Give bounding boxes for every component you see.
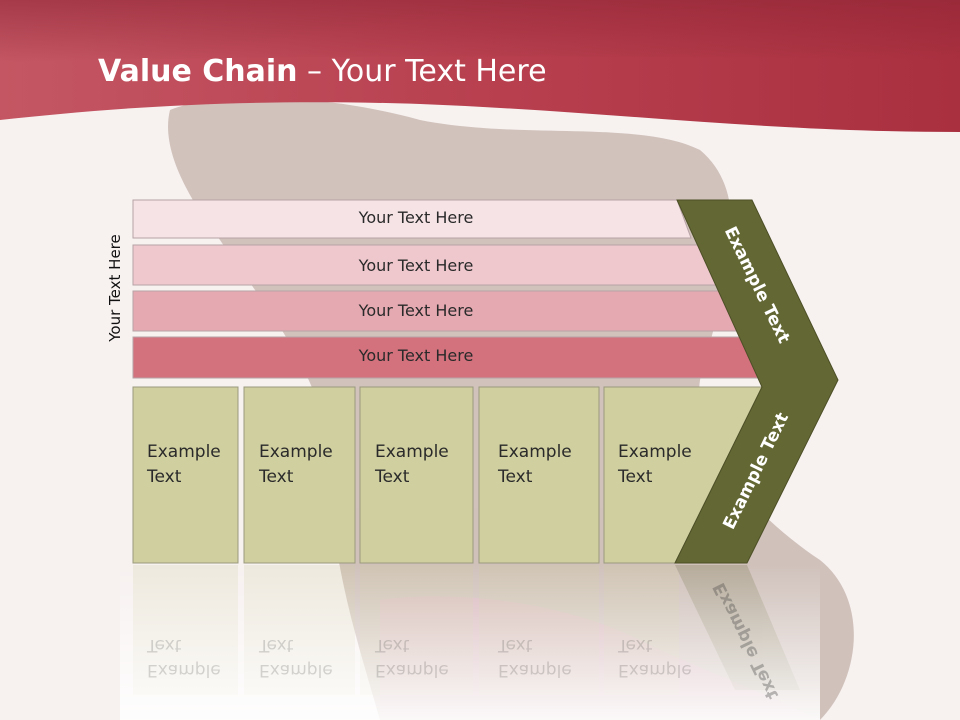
reflection-label-4-line1: Example	[498, 660, 572, 680]
reflection-label-3-line1: Example	[375, 660, 449, 680]
column-label-3-line2: Text	[375, 467, 410, 487]
column-label-3-line1: Example	[375, 442, 449, 462]
reflection-label-5-line1: Example	[618, 660, 692, 680]
reflection-label-4: Example Text	[498, 632, 598, 682]
column-label-5-line1: Example	[618, 442, 692, 462]
column-label-5-line2: Text	[618, 467, 653, 487]
row-label-2: Your Text Here	[358, 256, 474, 275]
reflection-label-3: Example Text	[375, 632, 475, 682]
reflection-label-4-line2: Text	[498, 635, 533, 655]
reflection-label-1-line1: Example	[147, 660, 221, 680]
column-label-1-line2: Text	[147, 467, 182, 487]
reflection-label-2: Example Text	[259, 632, 359, 682]
reflection-label-1: Example Text	[147, 632, 247, 682]
reflection-label-5: Example Text	[618, 632, 718, 682]
column-label-4-line2: Text	[498, 467, 533, 487]
column-label-1-line1: Example	[147, 442, 221, 462]
reflection-label-3-line2: Text	[375, 635, 410, 655]
column-box-3	[359, 386, 474, 564]
reflection-label-2-line2: Text	[259, 635, 294, 655]
row-label-4: Your Text Here	[358, 346, 474, 365]
column-label-2-line2: Text	[259, 467, 294, 487]
chevron-arrow	[674, 199, 839, 564]
column-box-4	[478, 386, 600, 564]
column-box-2	[243, 386, 356, 564]
column-box-1	[132, 386, 239, 564]
page-title: Value Chain – Your Text Here	[98, 54, 547, 89]
column-label-2-line1: Example	[259, 442, 333, 462]
row-label-3: Your Text Here	[358, 301, 474, 320]
title-rest: – Your Text Here	[297, 54, 547, 89]
reflection-label-2-line1: Example	[259, 660, 333, 680]
column-label-4-line1: Example	[498, 442, 572, 462]
row-bar-1	[132, 199, 692, 239]
reflection-label-1-line2: Text	[147, 635, 182, 655]
title-bold: Value Chain	[98, 54, 298, 89]
row-label-1: Your Text Here	[358, 208, 474, 227]
reflection-label-5-line2: Text	[618, 635, 653, 655]
